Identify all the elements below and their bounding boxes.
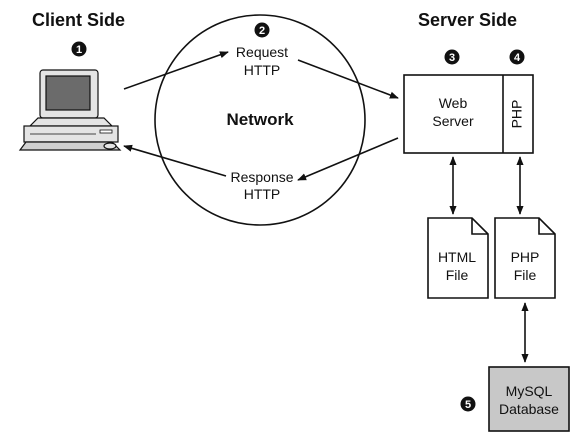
- html-file-label: HTML: [438, 249, 476, 265]
- response-protocol-label: HTTP: [244, 186, 281, 202]
- svg-text:2: 2: [259, 25, 265, 37]
- svg-text:4: 4: [514, 52, 521, 64]
- php-module-label: PHP: [509, 100, 525, 129]
- request-arrow-to-server: [297, 59, 399, 99]
- php-file-icon: [494, 217, 556, 299]
- response-arrow-to-client: [123, 144, 227, 177]
- step-3-marker: 3: [444, 49, 460, 65]
- php-file-label-line2: File: [514, 267, 537, 283]
- svg-text:3: 3: [449, 52, 455, 64]
- svg-text:5: 5: [465, 399, 471, 411]
- request-arrow-to-network: [123, 51, 229, 90]
- request-label: Request: [236, 44, 288, 60]
- client-side-heading: Client Side: [32, 10, 125, 30]
- response-arrow-to-network: [297, 137, 399, 181]
- network-label: Network: [226, 110, 294, 129]
- step-2-marker: 2: [254, 22, 270, 38]
- request-protocol-label: HTTP: [244, 62, 281, 78]
- network-cloud: [154, 14, 366, 226]
- svg-text:1: 1: [76, 44, 82, 56]
- web-server-label: Web: [439, 95, 468, 111]
- php-file-label: PHP: [511, 249, 540, 265]
- mysql-database-box: [488, 366, 570, 432]
- database-label-line2: Database: [499, 401, 559, 417]
- html-file-label-line2: File: [446, 267, 469, 283]
- step-4-marker: 4: [509, 49, 525, 65]
- step-5-marker: 5: [460, 396, 476, 412]
- client-computer-icon: [18, 69, 122, 151]
- server-box: [403, 74, 534, 154]
- server-side-heading: Server Side: [418, 10, 517, 30]
- response-label: Response: [230, 169, 293, 185]
- html-file-icon: [427, 217, 489, 299]
- step-1-marker: 1: [71, 41, 87, 57]
- database-label: MySQL: [506, 383, 553, 399]
- web-server-label-line2: Server: [432, 113, 474, 129]
